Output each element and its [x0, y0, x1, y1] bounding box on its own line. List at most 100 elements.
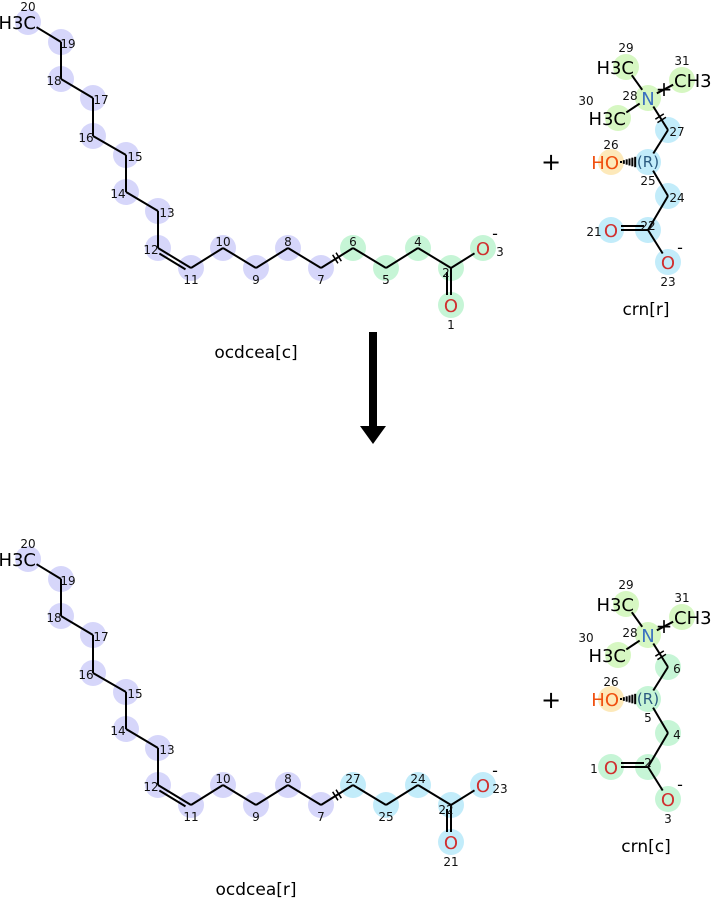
bond — [417, 247, 452, 269]
atom-number: 8 — [284, 772, 292, 786]
atom-number: 22 — [640, 219, 655, 233]
element-label: O — [661, 253, 675, 274]
bond — [320, 784, 354, 806]
atom-highlight — [605, 642, 631, 668]
stereo-marker — [654, 113, 665, 120]
atom-number: 13 — [159, 743, 174, 757]
bond — [157, 247, 192, 269]
molecule-crn-r: H3C29CH331N+28H3C3027(R)25HO262422O21O-2… — [578, 41, 711, 320]
atom-number: 6 — [673, 662, 681, 676]
bond — [157, 784, 192, 806]
atom-highlight — [669, 67, 695, 93]
atom-number: 24 — [410, 772, 425, 786]
atom-number: 15 — [127, 687, 142, 701]
bond — [625, 639, 641, 651]
atom-highlight — [635, 85, 661, 111]
bond — [60, 78, 94, 99]
atom-highlight — [605, 105, 631, 131]
atom-number: 22 — [438, 803, 453, 817]
atom-highlight — [598, 686, 624, 712]
bond — [450, 252, 476, 269]
molecule-ocdcea-r: H3C201918171615141312111098727252422O-23… — [0, 537, 508, 899]
atom-number: 7 — [317, 273, 325, 287]
bond — [190, 784, 224, 806]
atom-number: 19 — [60, 574, 75, 588]
stereo-marker — [657, 653, 667, 661]
atom-number: 14 — [110, 724, 125, 738]
charge-label: - — [492, 761, 498, 780]
molecule-name: crn[r] — [622, 300, 669, 320]
stereo-marker — [335, 789, 342, 799]
molecule-name: ocdcea[c] — [214, 343, 297, 363]
atom-number: 4 — [414, 235, 422, 249]
bond — [652, 170, 669, 197]
atom-number: 18 — [46, 74, 61, 88]
bond — [36, 563, 62, 580]
atom-number: 7 — [317, 810, 325, 824]
stereo-marker — [335, 252, 342, 262]
atom-number: 12 — [143, 780, 158, 794]
atom-number: 3 — [496, 245, 504, 259]
element-label: O — [444, 833, 458, 854]
atom-highlight — [613, 54, 639, 80]
double-bond-line — [158, 789, 187, 808]
atom-number: 16 — [78, 668, 93, 682]
charge-label: - — [492, 224, 498, 243]
stereo-marker — [654, 650, 665, 657]
element-label: O — [661, 790, 675, 811]
reaction-arrow — [360, 332, 386, 444]
bond — [625, 102, 641, 114]
atom-highlight — [470, 772, 496, 798]
element-label: O — [444, 296, 458, 317]
bond — [385, 784, 419, 806]
atom-highlight — [598, 217, 624, 243]
bond — [287, 784, 322, 806]
bond — [92, 135, 127, 156]
bond — [450, 789, 476, 806]
atom-highlight — [15, 546, 41, 572]
bond — [656, 83, 674, 95]
atom-number: 30 — [578, 94, 593, 108]
bond — [652, 666, 669, 692]
atom-highlight — [438, 829, 464, 855]
element-label: O — [476, 239, 490, 260]
atom-number: 15 — [127, 150, 142, 164]
plus-sign-bottom: + — [541, 686, 561, 714]
element-label: O — [604, 221, 618, 242]
bond — [647, 732, 669, 768]
bond — [630, 74, 644, 91]
element-label: O — [476, 776, 490, 797]
molecule-name: ocdcea[r] — [215, 880, 296, 899]
atom-number: 20 — [20, 0, 35, 14]
methyl-label: CH3 — [674, 71, 711, 92]
charge-label: + — [656, 77, 673, 101]
atom-number: 6 — [349, 235, 357, 249]
atom-number: 21 — [443, 855, 458, 869]
stereo-marker — [332, 254, 339, 264]
atom-number: 18 — [46, 611, 61, 625]
atom-highlight — [635, 686, 661, 712]
methyl-label: H3C — [596, 58, 634, 79]
atom-highlight — [598, 754, 624, 780]
bond — [385, 247, 419, 269]
element-label: N — [641, 626, 654, 647]
atom-number: 16 — [78, 131, 93, 145]
hydroxyl-label: HO — [591, 690, 619, 711]
atom-number: 28 — [622, 626, 637, 640]
bond — [125, 191, 159, 212]
bond — [255, 247, 289, 269]
atom-number: 25 — [640, 174, 655, 188]
methyl-label: H3C — [596, 595, 634, 616]
double-bond-line — [158, 252, 187, 271]
atom-number: 1 — [447, 318, 455, 332]
element-label: O — [604, 758, 618, 779]
atom-number: 14 — [110, 187, 125, 201]
bond — [222, 247, 257, 269]
charge-label: - — [677, 775, 683, 794]
molecule-crn-c: H3C29CH331N+28H3C306(R)5HO2642O1O-3crn[c… — [578, 578, 711, 857]
stereo-label: (R) — [637, 690, 659, 708]
charge-label: - — [677, 238, 683, 257]
atom-highlight — [635, 622, 661, 648]
